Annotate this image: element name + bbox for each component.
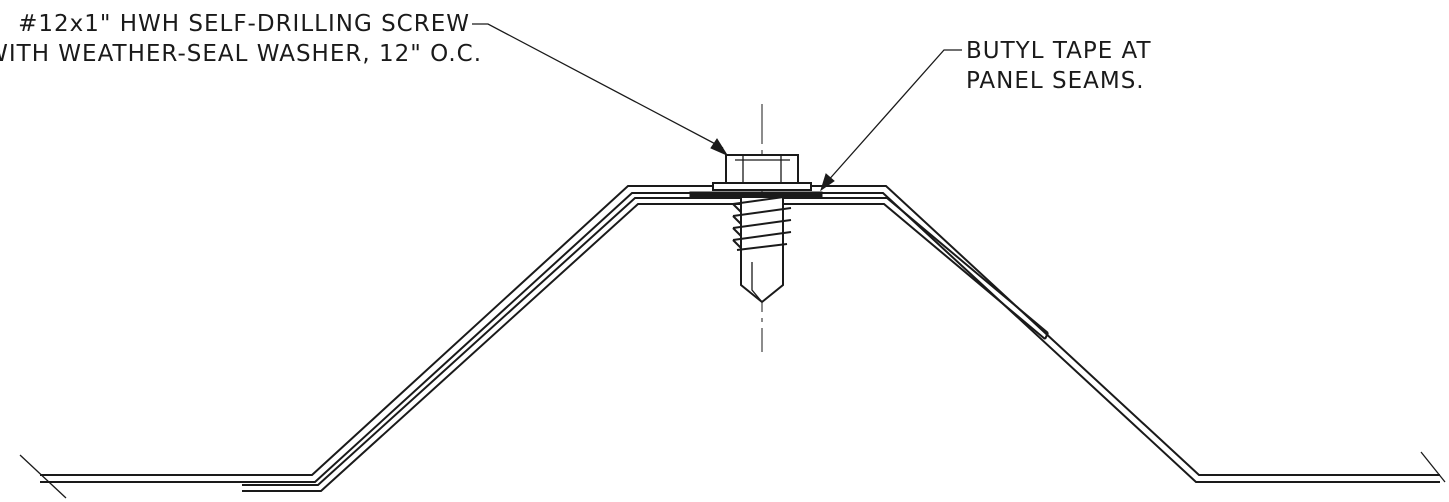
screw-hex-head: [725, 154, 799, 184]
screw-callout-line1: #12x1" HWH SELF-DRILLING SCREW: [18, 11, 470, 37]
butyl-callout-line1: BUTYL TAPE AT: [966, 38, 1152, 64]
screw-assembly: [712, 154, 812, 304]
screw-callout-line2: WITH WEATHER-SEAL WASHER, 12" O.C.: [0, 41, 482, 67]
butyl-leader: [820, 49, 962, 192]
inner-panel-top-edge: [242, 197, 1049, 486]
inner-panel-bottom-edge: [242, 203, 1046, 492]
screw-threads: [732, 195, 792, 251]
inner-panel-end: [1044, 332, 1049, 340]
butyl-tape: [689, 191, 823, 199]
break-line-left: [19, 454, 67, 499]
break-line-right: [1420, 451, 1446, 483]
screw-leader: [472, 23, 729, 157]
butyl-callout-line2: PANEL SEAMS.: [966, 68, 1145, 94]
screw-drill-flute: [751, 262, 763, 303]
screw-washer: [712, 182, 812, 191]
